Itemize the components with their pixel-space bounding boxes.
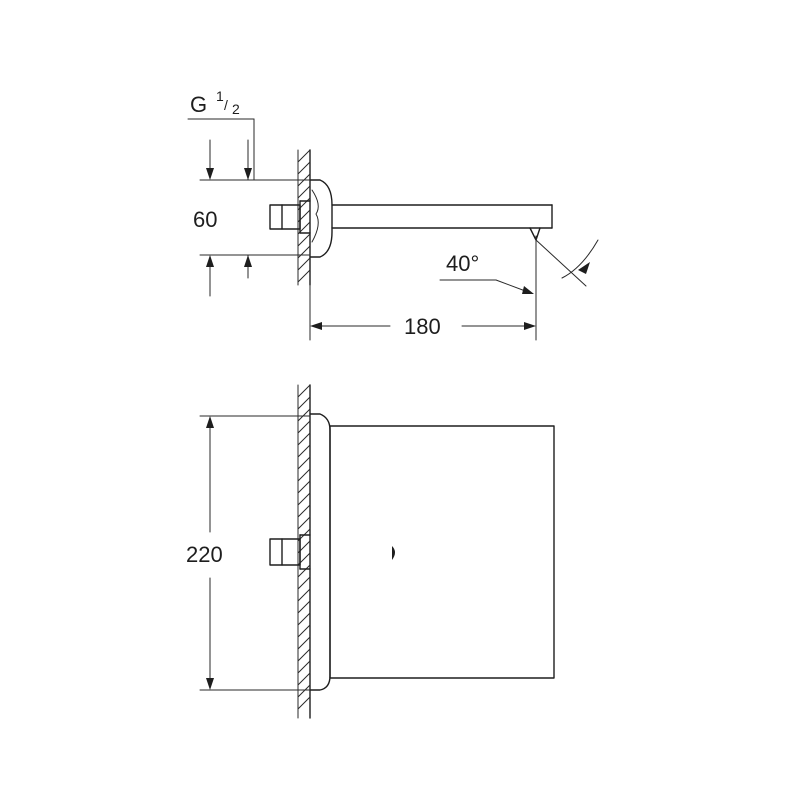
hatch-line — [297, 185, 311, 199]
hatch-line — [297, 564, 311, 578]
dim-plate-height-label: 220 — [186, 542, 223, 567]
hatch-line — [297, 672, 311, 686]
arrow-lower-inner — [244, 255, 252, 267]
hatch-line — [297, 612, 311, 626]
plate-arrow-lower — [206, 678, 214, 690]
side-view: G 1 / 2 — [187, 88, 599, 341]
thread-label: G 1 / 2 — [187, 88, 255, 181]
hatch-line — [297, 257, 311, 271]
thread-denominator: 2 — [232, 101, 240, 117]
hatch-line — [297, 648, 311, 662]
hatch-line — [297, 504, 311, 518]
outlet-mark — [392, 546, 395, 560]
thread-numerator: 1 — [216, 88, 224, 104]
arrow-upper-inner — [244, 168, 252, 180]
hatch-line — [297, 384, 311, 398]
angle-arrow-right — [578, 262, 590, 274]
dim-plate-height: 220 — [186, 415, 311, 691]
inlet-connector-top — [269, 200, 311, 234]
wall-plate — [309, 413, 331, 691]
dim-projection: 180 — [309, 284, 536, 341]
arrow-lower — [206, 255, 214, 267]
hatch-line — [297, 149, 311, 163]
rosette-inner-curve — [311, 189, 319, 243]
front-view: 220 — [186, 384, 555, 719]
hatch-line — [297, 444, 311, 458]
hatch-line — [297, 516, 311, 530]
angle-leader-arrow — [522, 286, 534, 294]
dim-outlet-height: 60 — [193, 139, 311, 297]
angle-arc-right — [561, 239, 599, 279]
hatch-line — [297, 624, 311, 638]
hatch-line — [297, 576, 311, 590]
dim-outlet-height-label: 60 — [193, 207, 217, 232]
hatch-line — [297, 660, 311, 674]
projection-arrow-left — [310, 322, 322, 330]
hatch-line — [297, 161, 311, 175]
hatch-line — [297, 456, 311, 470]
angle-leader-diagonal — [495, 279, 529, 293]
dim-angle: 40° — [439, 235, 599, 341]
hatch-line — [297, 636, 311, 650]
thread-slash: / — [224, 97, 228, 113]
hatch-line — [297, 269, 311, 283]
projection-arrow-right — [524, 322, 536, 330]
hatch-line — [297, 432, 311, 446]
hatch-line — [297, 408, 311, 422]
plate-arrow-upper — [206, 416, 214, 428]
hatch-line — [297, 396, 311, 410]
dim-angle-label: 40° — [446, 251, 479, 276]
hatch-line — [297, 600, 311, 614]
connector-body — [269, 204, 301, 230]
thread-letter: G — [190, 92, 207, 117]
angle-ray — [535, 239, 587, 287]
inlet-connector-front — [269, 534, 311, 570]
spout-plan — [329, 425, 555, 679]
hatch-line — [297, 588, 311, 602]
wall-rosette — [309, 179, 333, 258]
spout-aerator — [529, 227, 541, 241]
hatch-line — [297, 468, 311, 482]
hatch-line — [297, 480, 311, 494]
arrow-upper — [206, 168, 214, 180]
hatch-line — [297, 696, 311, 710]
hatch-line — [297, 233, 311, 247]
dim-projection-label: 180 — [404, 314, 441, 339]
hatch-line — [297, 684, 311, 698]
spout-side — [331, 204, 553, 241]
hatch-line — [297, 245, 311, 259]
connector-body-front — [269, 538, 301, 566]
hatch-line — [297, 420, 311, 434]
hatch-line — [297, 492, 311, 506]
